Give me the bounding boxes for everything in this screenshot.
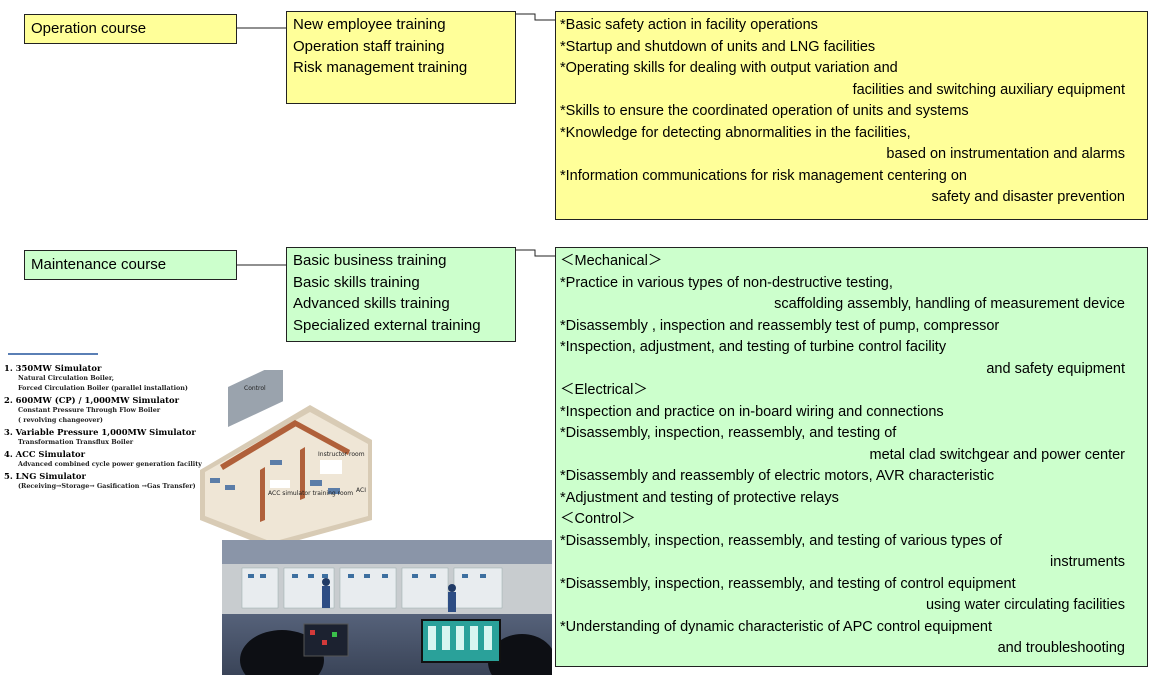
detail-line: scaffolding assembly, handling of measur… bbox=[774, 296, 1125, 312]
simulator-title: 2. 600MW (CP) / 1,000MW Simulator bbox=[4, 395, 179, 405]
operation-training-item: Risk management training bbox=[293, 59, 468, 76]
simulator-description: ( revolving changeover) bbox=[18, 416, 103, 424]
maintenance-trainings-box: Basic business training Basic skills tra… bbox=[286, 247, 516, 342]
floorplan-label-instructor: Instructor room bbox=[318, 451, 365, 458]
operation-training-item: New employee training bbox=[293, 16, 446, 33]
maintenance-course-box: Maintenance course bbox=[24, 250, 237, 280]
simulator-floorplan-image: Control Instructor room ACC simulator tr… bbox=[200, 370, 372, 548]
mt-connector-2 bbox=[516, 249, 555, 257]
simulator-title: 5. LNG Simulator bbox=[4, 471, 86, 481]
simulator-title: 3. Variable Pressure 1,000MW Simulator bbox=[4, 427, 196, 437]
simulator-title: 1. 350MW Simulator bbox=[4, 363, 102, 373]
op-connector-2 bbox=[516, 13, 555, 21]
maintenance-training-item: Advanced skills training bbox=[293, 295, 450, 312]
maintenance-training-item: Specialized external training bbox=[293, 316, 481, 334]
simulator-title: 4. ACC Simulator bbox=[4, 449, 86, 459]
floorplan-label-acc: ACC simulator training room bbox=[268, 490, 353, 497]
detail-line: ＜Control＞ bbox=[560, 511, 636, 527]
operation-course-label: Operation course bbox=[31, 20, 147, 38]
simulator-description: Constant Pressure Through Flow Boiler bbox=[18, 406, 161, 414]
detail-line: *Operating skills for dealing with outpu… bbox=[560, 60, 898, 76]
detail-line: *Practice in various types of non-destru… bbox=[560, 274, 893, 291]
detail-line: *Skills to ensure the coordinated operat… bbox=[560, 103, 969, 119]
operation-training-item: Operation staff training bbox=[293, 37, 445, 55]
operation-details-box: *Basic safety action in facility operati… bbox=[555, 11, 1148, 220]
operation-trainings-box: New employee training Operation staff tr… bbox=[286, 11, 516, 104]
detail-line: and troubleshooting bbox=[997, 640, 1125, 656]
detail-line: *Disassembly , inspection and reassembly… bbox=[560, 317, 1000, 334]
detail-line: and safety equipment bbox=[986, 360, 1125, 377]
detail-line: *Understanding of dynamic characteristic… bbox=[560, 618, 992, 635]
detail-line: ＜Electrical＞ bbox=[560, 382, 648, 398]
detail-line: *Inspection, adjustment, and testing of … bbox=[560, 339, 947, 355]
maintenance-details-list: ＜Mechanical＞ *Practice in various types o… bbox=[560, 251, 1143, 660]
simulator-description: Forced Circulation Boiler (parallel inst… bbox=[18, 384, 188, 392]
detail-line: *Knowledge for detecting abnormalities i… bbox=[560, 124, 911, 141]
floorplan-label-control: Control bbox=[244, 385, 266, 392]
simulator-description: Transformation Transflux Boiler bbox=[18, 438, 134, 446]
detail-line: *Basic safety action in facility operati… bbox=[560, 17, 818, 33]
detail-line: metal clad switchgear and power center bbox=[869, 446, 1126, 463]
maintenance-training-item: Basic business training bbox=[293, 252, 447, 269]
detail-line: ＜Mechanical＞ bbox=[560, 253, 663, 269]
simulator-description: Advanced combined cycle power generation… bbox=[18, 460, 202, 468]
detail-line: *Inspection and practice on in-board wir… bbox=[560, 403, 944, 420]
detail-line: *Disassembly and reassembly of electric … bbox=[560, 468, 995, 484]
operation-details-list: *Basic safety action in facility operati… bbox=[560, 15, 1143, 209]
detail-line: *Disassembly, inspection, reassembly, an… bbox=[560, 425, 897, 441]
detail-line: facilities and switching auxiliary equip… bbox=[852, 81, 1125, 98]
floorplan-label-aci: ACI bbox=[356, 487, 366, 494]
control-room-photo bbox=[222, 540, 552, 675]
detail-line: *Adjustment and testing of protective re… bbox=[560, 489, 839, 506]
detail-line: *Disassembly, inspection, reassembly, an… bbox=[560, 575, 1016, 592]
simulator-list-header-rule bbox=[8, 353, 98, 361]
maintenance-details-box: ＜Mechanical＞ *Practice in various types o… bbox=[555, 247, 1148, 667]
detail-line: using water circulating facilities bbox=[925, 597, 1125, 613]
simulator-item: 5. LNG Simulator(Receiving→Storage→ Gasi… bbox=[4, 471, 212, 491]
simulator-description: Natural Circulation Boiler, bbox=[18, 374, 114, 382]
operation-course-box: Operation course bbox=[24, 14, 237, 44]
detail-line: based on instrumentation and alarms bbox=[886, 146, 1125, 162]
maintenance-training-item: Basic skills training bbox=[293, 273, 420, 291]
detail-line: *Information communications for risk man… bbox=[560, 167, 967, 184]
detail-line: *Disassembly, inspection, reassembly, an… bbox=[560, 532, 1002, 549]
detail-line: safety and disaster prevention bbox=[931, 189, 1125, 205]
maintenance-course-label: Maintenance course bbox=[31, 256, 167, 274]
simulator-description: (Receiving→Storage→ Gasification →Gas Tr… bbox=[18, 482, 196, 490]
detail-line: instruments bbox=[1050, 554, 1125, 570]
detail-line: *Startup and shutdown of units and LNG f… bbox=[560, 38, 876, 55]
